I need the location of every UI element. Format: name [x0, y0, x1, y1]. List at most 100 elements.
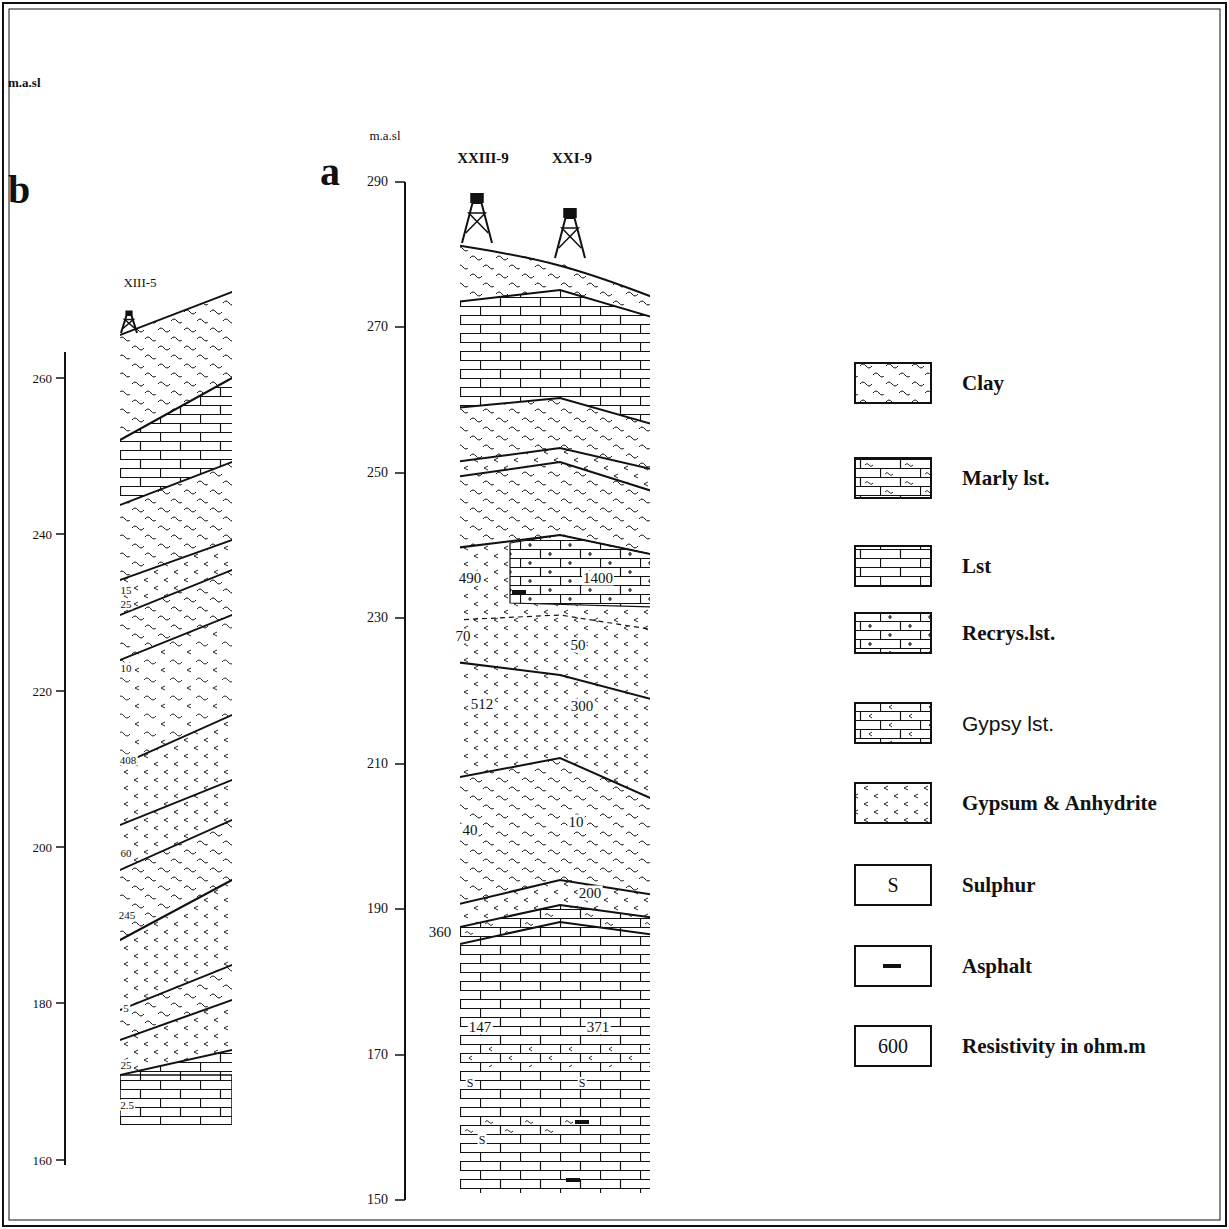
- layer-boundary: [120, 566, 232, 619]
- legend-label: Asphalt: [962, 956, 1032, 977]
- layer-boundary: [460, 462, 650, 492]
- asphalt-mark: [566, 1178, 580, 1182]
- layer-boundary: [120, 1048, 232, 1077]
- axis-tick: [56, 846, 65, 848]
- legend-label: Clay: [962, 373, 1004, 394]
- axis-tick: [56, 1002, 65, 1004]
- layer-boundary: [120, 776, 232, 829]
- layer-boundary: [460, 290, 650, 318]
- resistivity-value: 10: [568, 815, 585, 830]
- well-name: XIII-5: [123, 276, 156, 289]
- axis-tick: [395, 181, 405, 183]
- axis-tick: [395, 472, 405, 474]
- legend-label: Recrys.lst.: [962, 623, 1055, 644]
- resistivity-value: 25: [120, 1060, 133, 1071]
- axis-tick: [56, 377, 65, 379]
- panel-letter: b: [8, 170, 30, 210]
- legend-swatch: [855, 946, 931, 986]
- rock-layer: [120, 1048, 232, 1125]
- ground-surface: [460, 245, 650, 298]
- resistivity-value: 147: [468, 1020, 493, 1035]
- axis-tick: [395, 763, 405, 765]
- sulphur-mark: S: [466, 1077, 475, 1089]
- recrystallized-limestone-lens: [510, 535, 650, 607]
- layer-boundary: [460, 398, 650, 425]
- resistivity-value: 70: [455, 629, 472, 644]
- legend-sample-text: 600: [878, 1036, 908, 1056]
- resistivity-value: 512: [470, 697, 495, 712]
- axis-tick: [56, 533, 65, 535]
- elevation-tick: 230: [367, 611, 388, 625]
- layer-boundary: [120, 816, 232, 875]
- elevation-axis: [64, 352, 66, 1165]
- asphalt-mark: [575, 1120, 589, 1124]
- elevation-tick: 170: [367, 1048, 388, 1062]
- legend-label: Gypsum & Anhydrite: [962, 793, 1157, 814]
- elevation-tick: 260: [33, 372, 53, 385]
- layer-boundary: [460, 448, 650, 470]
- resistivity-value: 300: [570, 699, 595, 714]
- legend-label: Sulphur: [962, 875, 1036, 896]
- axis-tick: [395, 326, 405, 328]
- axis-tick: [395, 617, 405, 619]
- legend-label: Resistivity in ohm.m: [962, 1036, 1146, 1057]
- resistivity-value: 371: [586, 1020, 611, 1035]
- legend-swatch: [855, 458, 931, 498]
- layer-boundary: [120, 996, 232, 1043]
- layer-boundary: [120, 711, 232, 770]
- layer-boundary: [460, 662, 650, 700]
- well-derrick: [555, 208, 585, 258]
- panel-letter: a: [320, 152, 340, 192]
- sulphur-mark: S: [478, 1134, 487, 1146]
- axis-tick: [395, 1199, 405, 1201]
- layer-boundary: [120, 372, 232, 445]
- elevation-tick: 150: [367, 1193, 388, 1207]
- layer-boundary: [120, 458, 232, 509]
- elevation-tick: 240: [33, 528, 53, 541]
- legend-swatch: [855, 865, 931, 905]
- axis-unit: m.a.sl: [8, 76, 41, 89]
- resistivity-value: 15: [120, 585, 133, 596]
- layer-boundary: [120, 875, 232, 946]
- resistivity-value: 40: [462, 823, 479, 838]
- rock-layer: [460, 922, 650, 1193]
- resistivity-value: 2.5: [119, 1100, 135, 1111]
- resistivity-value: 5: [122, 1003, 130, 1014]
- axis-tick: [395, 908, 405, 910]
- axis-tick: [56, 1159, 65, 1161]
- marly-limestone-bed: [460, 1115, 575, 1133]
- legend-label: Gypsy lst.: [962, 713, 1054, 734]
- asphalt-mark: [512, 590, 526, 594]
- resistivity-value: 360: [428, 925, 453, 940]
- elevation-tick: 250: [367, 466, 388, 480]
- dashed-contact: [460, 615, 650, 630]
- resistivity-value: 490: [458, 571, 483, 586]
- legend-swatch: [855, 613, 931, 653]
- axis-unit: m.a.sl: [369, 129, 400, 142]
- well-derrick: [121, 311, 137, 334]
- elevation-tick: 180: [33, 997, 53, 1010]
- legend-label: Lst: [962, 556, 991, 577]
- axis-tick: [395, 1054, 405, 1056]
- sulphur-mark: S: [578, 1077, 587, 1089]
- elevation-tick: 160: [33, 1154, 53, 1167]
- resistivity-value: 408: [119, 755, 138, 766]
- gypsy-limestone-bed: [460, 1045, 650, 1067]
- resistivity-value: 50: [570, 638, 587, 653]
- layer-boundary: [460, 535, 650, 555]
- axis-tick: [56, 690, 65, 692]
- elevation-tick: 270: [367, 320, 388, 334]
- legend-swatch: [855, 1026, 931, 1066]
- legend-label: Marly lst.: [962, 468, 1049, 489]
- elevation-tick: 210: [367, 757, 388, 771]
- layer-boundary: [460, 905, 650, 928]
- resistivity-value: 245: [118, 910, 137, 921]
- well-name: XXI-9: [552, 151, 592, 166]
- well-derrick: [462, 193, 492, 243]
- elevation-tick: 190: [367, 902, 388, 916]
- resistivity-value: 1400: [582, 571, 614, 586]
- resistivity-value: 10: [120, 663, 133, 674]
- elevation-tick: 200: [33, 841, 53, 854]
- legend-swatch: [855, 783, 931, 823]
